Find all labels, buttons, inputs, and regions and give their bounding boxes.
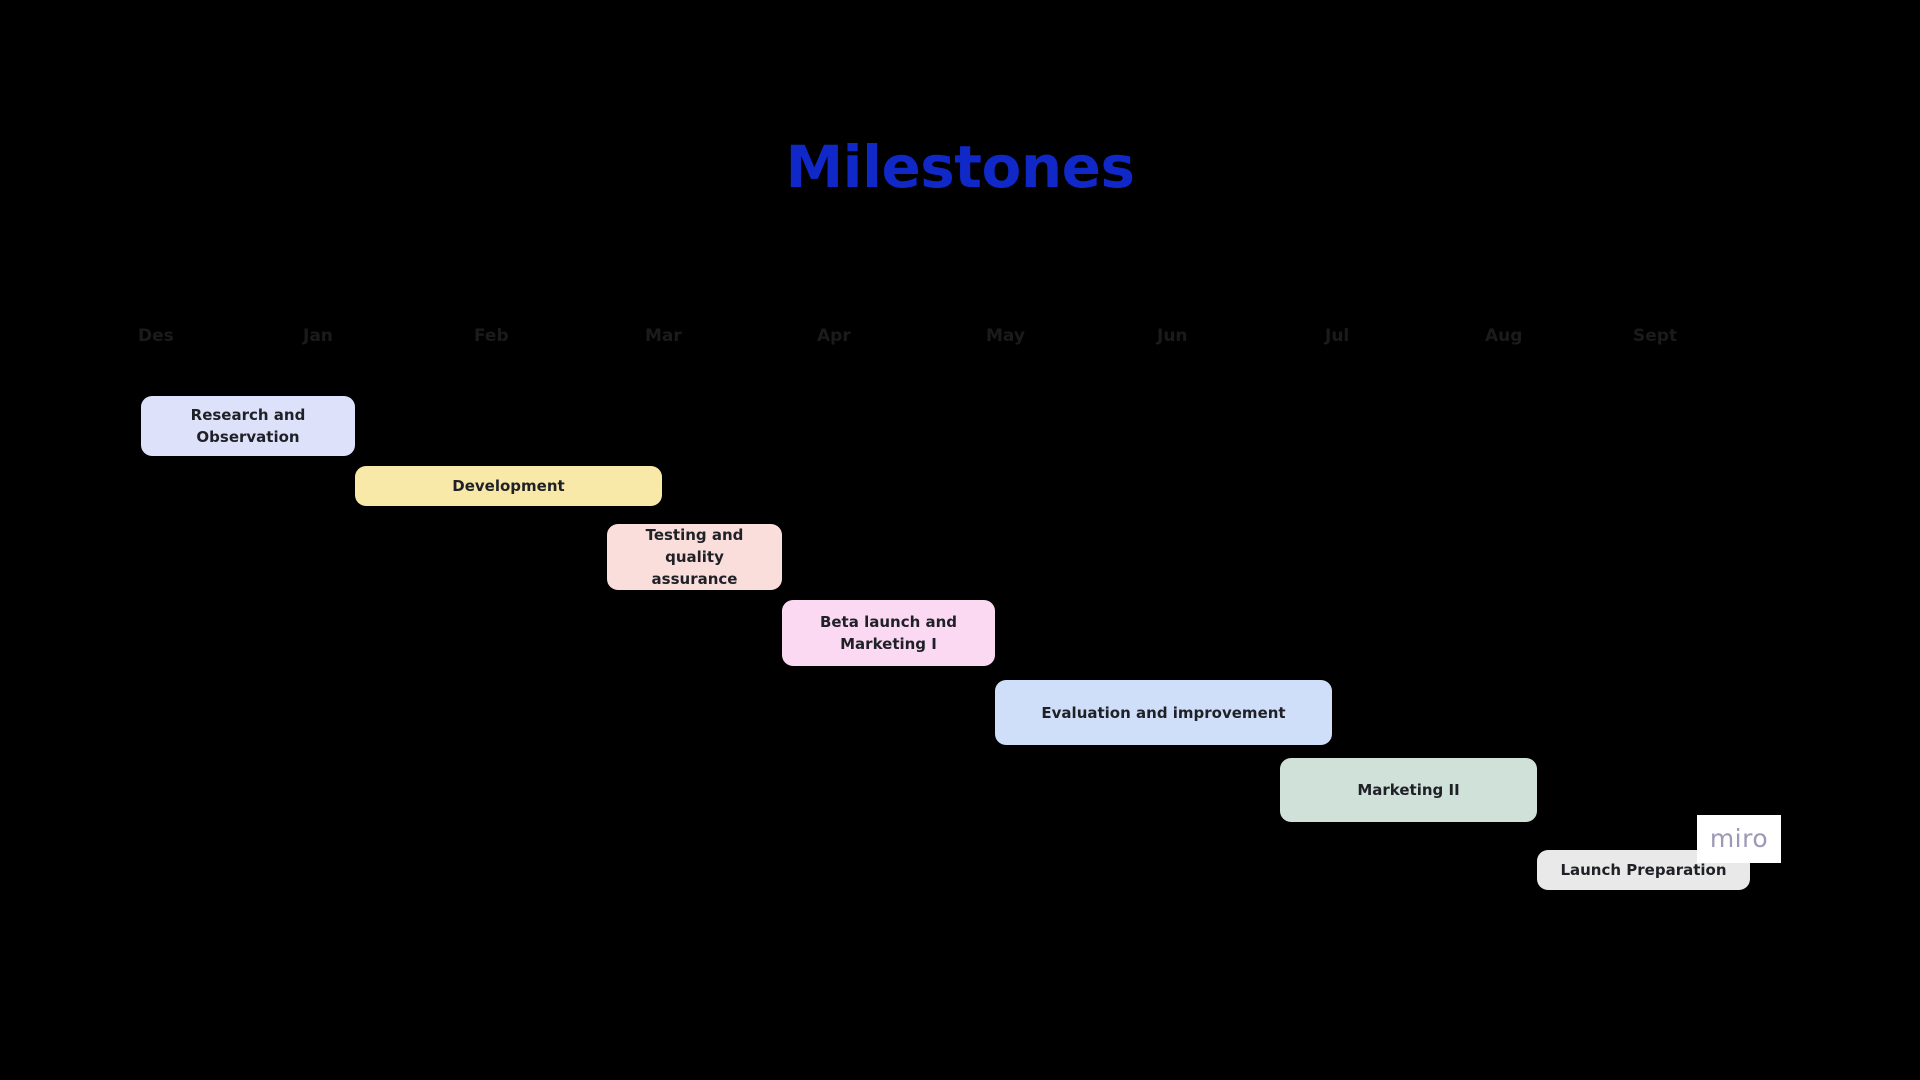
miro-logo-text: miro [1709,824,1769,853]
miro-watermark: miro [1697,815,1781,863]
gantt-bar[interactable]: Beta launch and Marketing I [782,600,995,666]
gantt-bar-label: Testing and quality assurance [645,526,744,588]
gantt-bar-label: Marketing II [1357,781,1460,799]
timeline-month-axis: Des Jan Feb Mar Apr May Jun Jul Aug Sept [0,324,1920,352]
month-label-jan: Jan [303,326,333,346]
page-title: Milestones [785,133,1135,201]
month-label-apr: Apr [817,326,851,346]
month-label-jun: Jun [1157,326,1188,346]
gantt-bar-label: Development [452,477,565,495]
gantt-bar[interactable]: Development [355,466,662,506]
month-label-feb: Feb [474,326,509,346]
gantt-bar-label: Evaluation and improvement [1041,703,1286,722]
gantt-bar[interactable]: Evaluation and improvement [995,680,1332,745]
gantt-bar-label: Launch Preparation [1560,861,1727,879]
gantt-bar[interactable]: Marketing II [1280,758,1537,822]
month-label-mar: Mar [645,326,682,346]
month-label-des: Des [138,326,174,346]
gantt-bar[interactable]: Research and Observation [141,396,355,456]
month-label-jul: Jul [1325,326,1350,346]
gantt-bar-label: Beta launch and Marketing I [819,613,958,653]
gantt-bar[interactable]: Testing and quality assurance [607,524,782,590]
gantt-bar-label: Research and Observation [190,406,306,446]
month-label-may: May [986,326,1025,346]
month-label-sept: Sept [1633,326,1678,346]
month-label-aug: Aug [1485,326,1523,346]
